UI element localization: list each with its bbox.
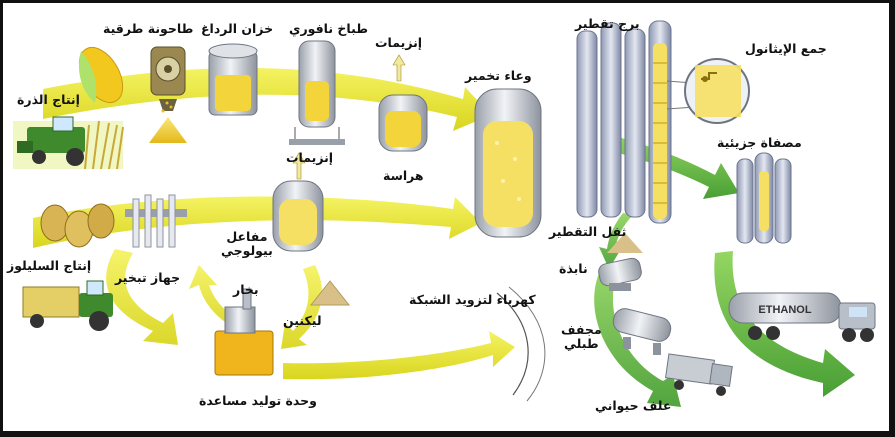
grid-wave-line-1 xyxy=(496,292,529,396)
label-lignin: ليكنين xyxy=(283,313,322,328)
grid-wave-line-2 xyxy=(508,286,546,402)
cellulose-tractor xyxy=(22,280,113,331)
label-enzymes-top: إنزيمات xyxy=(375,35,423,50)
distillation-tower xyxy=(576,20,672,224)
label-fermentation-tank: وعاء تخمير xyxy=(465,68,532,83)
label-mash: هراسة xyxy=(383,168,424,183)
ethanol-process-diagram: ETHANOL xyxy=(13,20,876,407)
label-drum-dryer: مجفف طبلي xyxy=(561,322,602,352)
lignin-arrow xyxy=(281,265,322,349)
steam-pretreatment-unit xyxy=(125,194,187,248)
grid-electricity-arrow xyxy=(283,331,515,380)
ethanol-collection-magnifier xyxy=(666,58,750,124)
molecular-sieve xyxy=(736,152,792,244)
label-cogeneration-unit: وحدة توليد مساعدة xyxy=(199,393,317,408)
sieve-to-tanker-arrow xyxy=(714,251,855,397)
label-ethanol-collection: جمع الإيثانول xyxy=(745,41,827,56)
label-bioreactors-line2: بيولوجي xyxy=(221,243,273,259)
ethanol-tanker-truck: ETHANOL xyxy=(728,292,876,342)
label-bioreactors: مفاعل بيولوجي xyxy=(221,229,273,259)
bioreactor xyxy=(272,152,324,252)
label-distillation-residue: ثفل التقطير xyxy=(549,224,627,239)
mash-tank xyxy=(378,54,428,152)
label-grid-electricity: كهرباء لتزويد الشبكة xyxy=(409,292,536,307)
label-jet-cooker: طباخ نافوري xyxy=(289,21,368,36)
label-steam: بخار xyxy=(233,282,259,297)
residue-drop-arrow xyxy=(599,213,633,269)
label-corn-production: إنتاج الذرة xyxy=(17,92,80,107)
label-bioreactors-line1: مفاعل xyxy=(226,229,268,244)
centrifuge xyxy=(598,257,642,291)
jet-cooker xyxy=(289,40,345,145)
drum-dryer xyxy=(612,308,672,355)
hammer-mill xyxy=(150,46,186,111)
label-centrifuge: نابذة xyxy=(559,261,588,276)
cellulose-return-arrow xyxy=(106,249,178,345)
cogeneration-unit xyxy=(214,288,274,376)
lignin-pile xyxy=(309,280,351,306)
label-distillation-tower: برج تقطير xyxy=(575,16,640,31)
steam-return-arrow xyxy=(189,265,253,333)
fermentation-tank xyxy=(474,88,542,238)
cellulose-bales xyxy=(40,203,115,248)
slurry-tank xyxy=(208,43,258,116)
label-stillage-tank: خزان الرداغ xyxy=(201,21,274,36)
combine-harvester xyxy=(17,116,85,166)
label-molecular-sieve: مصفاة جزيئية xyxy=(717,135,802,150)
label-animal-feed: علف حيواني xyxy=(595,398,672,413)
residue-pile xyxy=(607,233,643,253)
label-hammer-mill: طاحونة طرقية xyxy=(103,21,194,36)
corn-cob xyxy=(78,47,124,103)
feed-truck xyxy=(664,353,733,396)
label-drum-dryer-line1: مجفف xyxy=(561,322,602,337)
label-enzymes-bottom: إنزيمات xyxy=(286,150,334,165)
label-steam-unit: جهاز تبخير xyxy=(115,270,181,285)
tanker-label: ETHANOL xyxy=(758,304,811,316)
flour-pile xyxy=(149,101,187,143)
label-drum-dryer-line2: طبلي xyxy=(564,336,599,352)
label-cellulose-production: إنتاج السليلوز xyxy=(7,258,92,273)
